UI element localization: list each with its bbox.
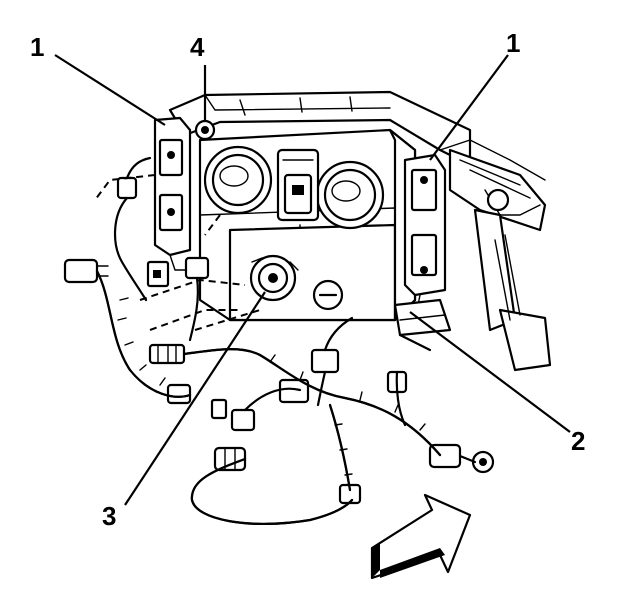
left-mounting-bracket (153, 116, 196, 271)
loose-connector (213, 446, 247, 472)
ignition-switch-housing (249, 254, 299, 302)
callout-label-1-left: 1 (30, 32, 44, 62)
callout-label-3: 3 (102, 501, 116, 531)
direction-arrow (370, 493, 472, 580)
connector-upper-left (116, 176, 138, 200)
connector-lower-left (148, 343, 186, 365)
right-structure (439, 139, 552, 372)
connector-mid-left (146, 256, 210, 288)
center-switch-module (276, 148, 320, 222)
right-vent (315, 160, 385, 230)
lower-retainer (393, 298, 452, 352)
routing-phantom-lines (94, 174, 261, 331)
lock-cylinder (312, 279, 344, 311)
mounting-bolt (194, 119, 216, 141)
callout-label-1-right: 1 (506, 28, 520, 58)
grommet-connector-right (166, 383, 495, 505)
callout-label-2: 2 (571, 426, 585, 456)
left-vent (203, 145, 273, 215)
callout-leaders (54, 54, 571, 506)
wire-harness-trunk (95, 156, 477, 526)
callout-label-4: 4 (190, 32, 205, 62)
